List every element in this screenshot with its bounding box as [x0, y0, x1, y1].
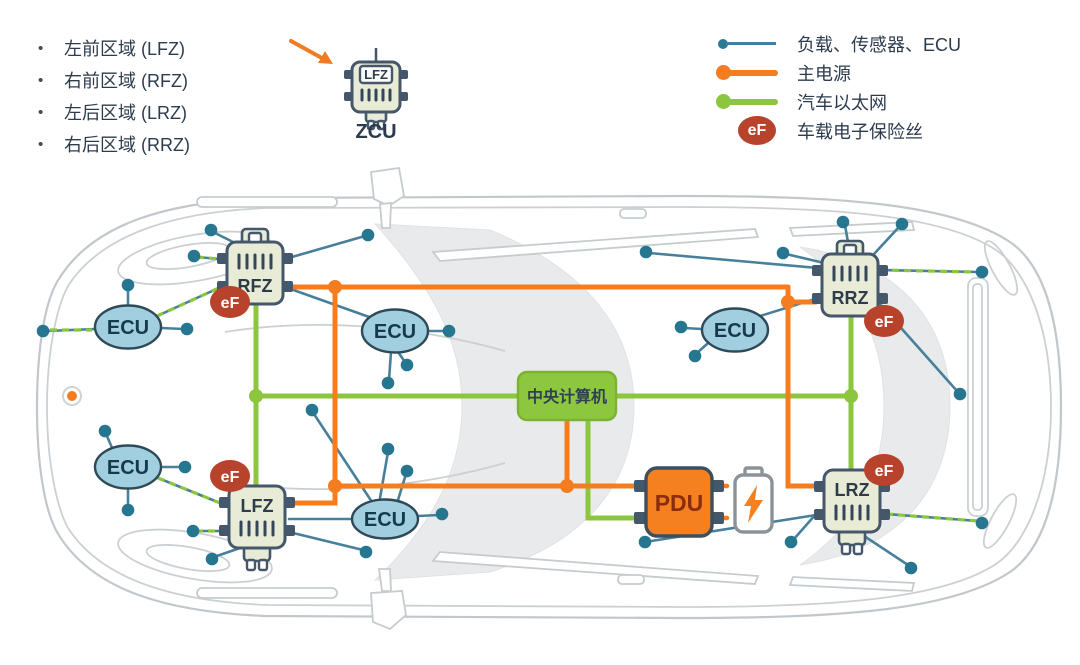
fuse-label: eF [221, 469, 240, 486]
door-handle-top [619, 208, 647, 219]
power-junction [781, 295, 795, 309]
ecu-node-front-left-top: ECU [93, 304, 163, 350]
legend-item-loads-sensors-ecu: 负载、传感器、ECU [710, 29, 961, 58]
mirror-top [370, 166, 405, 229]
bullet-icon: • [38, 71, 44, 89]
list-item: • 右后区域 (RRZ) [38, 128, 190, 160]
headlight-left-bottom [117, 528, 273, 584]
bullet-icon: • [38, 39, 44, 57]
legend: 负载、传感器、ECU 主电源 汽车以太网 eF 车载电子保险丝 [710, 29, 961, 145]
legend-label: 汽车以太网 [797, 92, 887, 113]
fuse-label: eF [875, 463, 894, 480]
rear-deck-strip [967, 277, 989, 517]
car-inner-line [46, 206, 1052, 608]
zcu-chip-icon: LFZ ZCU [344, 48, 408, 143]
efuse-badge-icon: eF [738, 116, 776, 145]
zone-list-label: 右后区域 (RRZ) [64, 135, 190, 155]
power-junction [560, 479, 574, 493]
power-junction [328, 479, 342, 493]
zones-list: • 左前区域 (LFZ) • 右前区域 (RFZ) • 左后区域 (LRZ) •… [38, 32, 190, 160]
sensor-line-swatch [710, 38, 784, 49]
pdu-label: PDU [655, 490, 704, 516]
ecu-node-center-top: ECU [360, 308, 430, 354]
list-item: • 右前区域 (RFZ) [38, 64, 190, 96]
pdu: PDU [634, 466, 724, 538]
mirror-bottom [370, 568, 407, 631]
sensor-dots [36, 215, 989, 575]
fuse-badge-lfz: eF [210, 460, 250, 492]
ethernet-line-swatch [710, 94, 784, 109]
legend-label: 负载、传感器、ECU [797, 34, 962, 55]
side-window-bottom-rear [788, 576, 916, 592]
ecu-label: ECU [364, 509, 406, 531]
legend-item-efuse: eF 车载电子保险丝 [710, 116, 961, 145]
power-line-icon [728, 69, 778, 76]
fuse-badge-rfz: eF [210, 286, 250, 318]
battery-icon [733, 466, 774, 534]
ethernet-junction [844, 389, 858, 403]
zone-controller-rrz: RRZ [812, 239, 888, 318]
zcu-caption: ZCU [355, 121, 396, 143]
taillight-bottom [982, 493, 1018, 549]
zcu-callout: LFZ ZCU [289, 39, 408, 143]
zone-list-label: 右前区域 (RFZ) [64, 71, 188, 91]
ecu-label: ECU [107, 457, 149, 479]
taillight-top [983, 240, 1019, 296]
list-item: • 左前区域 (LFZ) [38, 32, 190, 64]
list-item: • 左后区域 (LRZ) [38, 96, 190, 128]
fuse-badge-rrz: eF [864, 305, 904, 337]
zone-label-rfz: RFZ [238, 276, 273, 296]
power-line-swatch [710, 65, 784, 80]
door-handle-bottom [617, 574, 645, 585]
lightning-icon [744, 485, 763, 523]
ecu-node-center-bottom: ECU [350, 498, 420, 540]
zone-label-lfz: LFZ [241, 496, 274, 516]
ecu-node-front-left-bottom: ECU [93, 444, 163, 490]
zcu-chip-label: LFZ [364, 67, 388, 82]
zcu-arrow [289, 39, 322, 59]
ethernet-junction [249, 389, 263, 403]
a-pillar-bottom [196, 587, 338, 599]
side-window-top-rear [788, 221, 916, 237]
side-window-bottom-front [431, 551, 760, 585]
rear-deck-strip-inner [972, 283, 983, 511]
charge-port-icon [62, 386, 82, 406]
zone-list-label: 左前区域 (LFZ) [64, 39, 185, 59]
fuse-label: eF [875, 314, 894, 331]
ethernet-dot-icon [716, 94, 731, 109]
rear-window-glass [799, 246, 951, 566]
sensor-line-icon [726, 42, 776, 45]
ecu-label: ECU [714, 320, 756, 342]
bullet-icon: • [38, 135, 44, 153]
legend-label: 主电源 [797, 63, 851, 84]
a-pillar-top [196, 196, 338, 208]
main-power-network [282, 280, 821, 521]
side-window-top-front [431, 228, 760, 262]
ecu-label: ECU [107, 317, 149, 339]
zone-label-lrz: LRZ [835, 480, 870, 500]
fuse-badge-lrz: eF [864, 454, 904, 486]
bullet-icon: • [38, 103, 44, 121]
zone-label-rrz: RRZ [832, 288, 869, 308]
power-dot-icon [716, 65, 731, 80]
ecu-label: ECU [374, 321, 416, 343]
zone-controller-lrz: LRZ [814, 468, 890, 556]
ethernet-line-icon [728, 98, 778, 105]
sensor-dot-icon [718, 38, 728, 49]
headlight-left-bottom-inner [145, 544, 231, 572]
central-computer: 中央计算机 [516, 370, 618, 422]
zone-controller-rfz: RFZ [217, 227, 293, 306]
legend-label: 车载电子保险丝 [797, 121, 923, 142]
ecu-node-right-top: ECU [700, 307, 770, 353]
central-computer-label: 中央计算机 [527, 387, 607, 406]
zone-controller-lfz: LFZ [219, 484, 295, 572]
efuse-swatch: eF [710, 116, 784, 145]
power-junction [328, 280, 342, 294]
zcu-arrowhead [318, 51, 333, 64]
legend-item-ethernet: 汽车以太网 [710, 87, 961, 116]
zone-list-label: 左后区域 (LRZ) [64, 103, 187, 123]
legend-item-main-power: 主电源 [710, 58, 961, 87]
fuse-label: eF [221, 295, 240, 312]
